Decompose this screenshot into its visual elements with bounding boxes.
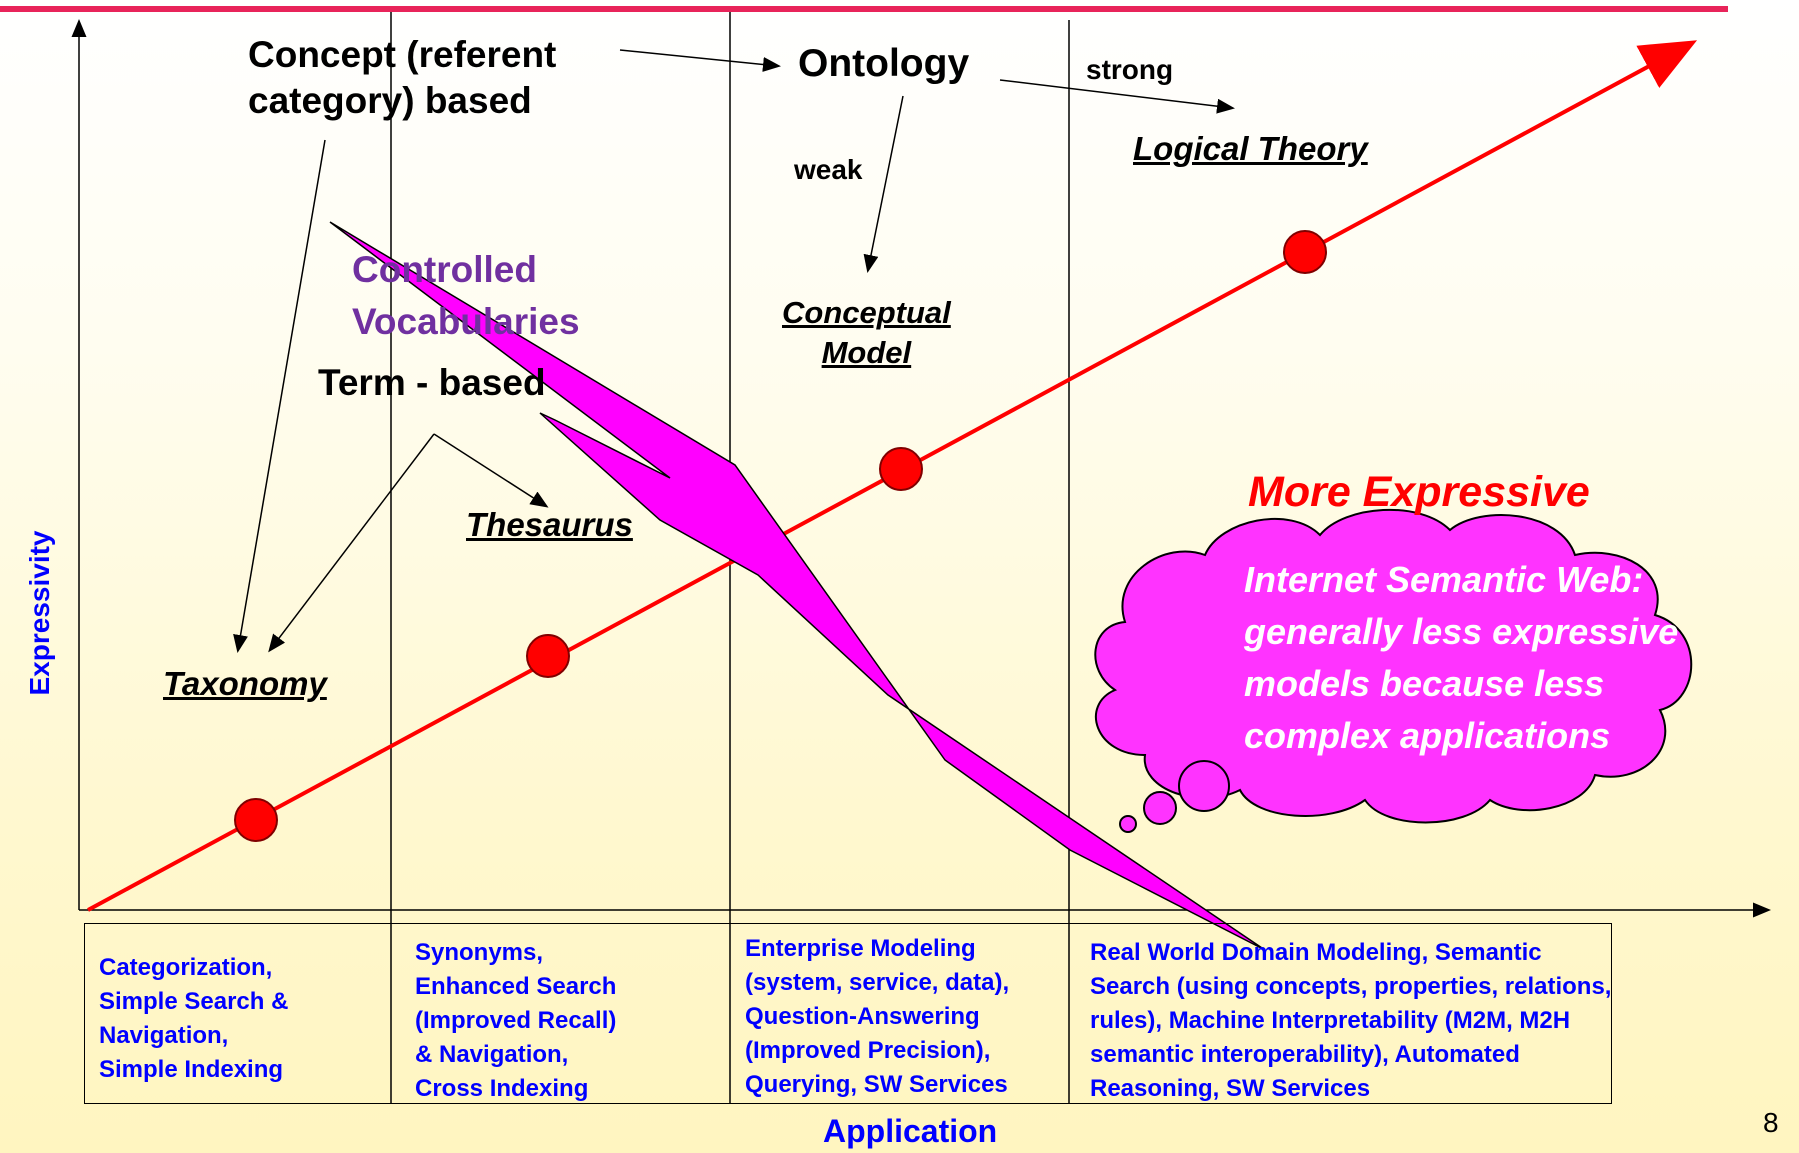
application-col-2: Synonyms, Enhanced Search (Improved Reca… bbox=[415, 939, 617, 1102]
arrow-concept-to-taxonomy bbox=[233, 139, 326, 653]
dot-conceptual-model bbox=[879, 447, 923, 491]
application-col-4: Real World Domain Modeling, Semantic Sea… bbox=[1090, 939, 1612, 1102]
thought-bubble-large bbox=[1178, 760, 1230, 812]
controlled-vocabularies-label: Controlled Vocabularies bbox=[352, 249, 580, 342]
thought-cloud bbox=[1094, 508, 1693, 824]
dot-logical-theory bbox=[1283, 230, 1327, 274]
application-col-3: Enterprise Modeling (system, service, da… bbox=[745, 935, 1010, 1098]
x-axis-label: Application bbox=[823, 1113, 998, 1149]
taxonomy-label: Taxonomy bbox=[163, 665, 327, 702]
arrow-concept-to-ontology bbox=[619, 49, 781, 72]
arrow-term-to-taxonomy bbox=[268, 433, 435, 653]
lightning-bolt bbox=[329, 221, 1266, 951]
arrow-ontology-weak bbox=[863, 95, 904, 273]
application-col-1: Categorization, Simple Search & Navigati… bbox=[99, 954, 289, 1083]
thought-bubble-medium bbox=[1143, 791, 1177, 825]
top-rule bbox=[0, 6, 1728, 12]
application-box bbox=[84, 923, 1612, 1104]
ontology-label: Ontology bbox=[798, 42, 970, 85]
y-axis-label: Expressivity bbox=[24, 530, 55, 696]
strong-label: strong bbox=[1086, 54, 1174, 85]
concept-based-label: Concept (referent category) based bbox=[248, 34, 557, 121]
arrow-ontology-strong bbox=[999, 79, 1235, 114]
page-number: 8 bbox=[1763, 1107, 1779, 1138]
cloud-text: Internet Semantic Web: generally less ex… bbox=[1244, 559, 1679, 756]
weak-label: weak bbox=[794, 154, 863, 185]
arrow-term-to-thesaurus bbox=[433, 433, 549, 508]
logical-theory-label: Logical Theory bbox=[1133, 130, 1368, 167]
term-based-label: Term - based bbox=[318, 362, 546, 403]
more-expressive-label: More Expressive bbox=[1248, 468, 1590, 516]
conceptual-model-label: Conceptual Model bbox=[782, 295, 951, 370]
thesaurus-label: Thesaurus bbox=[466, 506, 633, 543]
dot-thesaurus bbox=[526, 634, 570, 678]
thought-bubble-small bbox=[1119, 815, 1137, 833]
dot-taxonomy bbox=[234, 798, 278, 842]
